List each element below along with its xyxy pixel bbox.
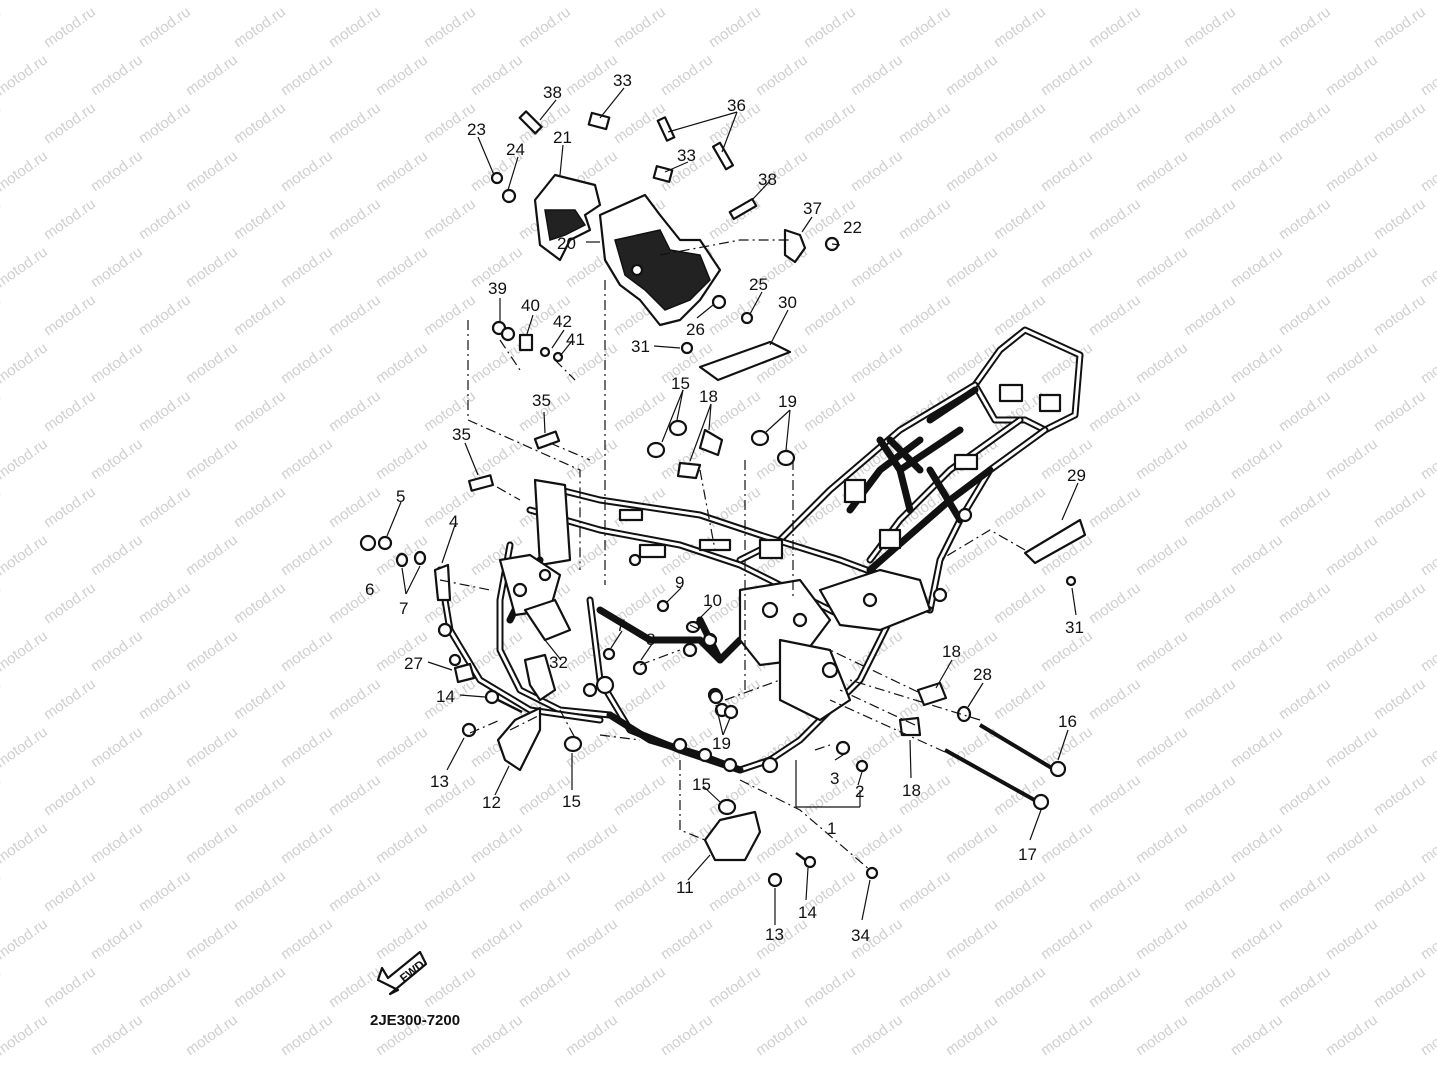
callout-10: 10 [703, 591, 722, 610]
callout-19b: 19 [712, 734, 731, 753]
callout-31a: 31 [631, 337, 650, 356]
callout-40: 40 [521, 296, 540, 315]
callout-42: 42 [553, 312, 572, 331]
dash-lines [439, 239, 1026, 871]
watermark-text: motod.ru [1418, 0, 1437, 3]
callout-3: 3 [830, 769, 839, 788]
callout-15c: 15 [692, 775, 711, 794]
callout-38a: 38 [543, 83, 562, 102]
callout-12: 12 [482, 793, 501, 812]
callout-37: 37 [803, 199, 822, 218]
motorcycle-frame [436, 326, 1084, 774]
callout-38b: 38 [758, 170, 777, 189]
callout-13a: 13 [430, 772, 449, 791]
leader-lines [386, 87, 1079, 925]
callout-2: 2 [855, 782, 864, 801]
callout-22: 22 [843, 218, 862, 237]
callout-1: 1 [827, 819, 836, 838]
forward-direction-arrow: FWD [376, 950, 427, 996]
callout-28: 28 [973, 665, 992, 684]
diagram-code: 2JE300-7200 [370, 1012, 460, 1029]
callout-13b: 13 [765, 925, 784, 944]
callout-15a: 15 [671, 374, 690, 393]
callout-8: 8 [646, 630, 655, 649]
callout-15b: 15 [562, 792, 581, 811]
callout-36: 36 [727, 96, 746, 115]
callout-17: 17 [1018, 845, 1037, 864]
small-parts [359, 110, 1087, 888]
callout-32: 32 [549, 653, 568, 672]
callout-34: 34 [851, 926, 870, 945]
callout-30: 30 [778, 293, 797, 312]
callout-33a: 33 [613, 71, 632, 90]
callout-11: 11 [676, 878, 694, 897]
callout-19a: 19 [778, 392, 797, 411]
callout-4: 4 [449, 512, 458, 531]
callout-29: 29 [1067, 466, 1086, 485]
callout-39: 39 [488, 279, 507, 298]
callout-14b: 14 [798, 903, 817, 922]
callout-23: 23 [467, 120, 486, 139]
callout-20: 20 [557, 234, 576, 253]
callout-18a: 18 [699, 387, 718, 406]
callout-24: 24 [506, 140, 525, 159]
callout-35b: 35 [452, 425, 471, 444]
callout-18b: 18 [942, 642, 961, 661]
callout-14a: 14 [436, 687, 455, 706]
callout-5: 5 [396, 487, 405, 506]
callout-26: 26 [686, 320, 705, 339]
callout-27: 27 [404, 654, 423, 673]
callout-9: 9 [675, 573, 684, 592]
callout-6: 6 [365, 580, 374, 599]
callout-35a: 35 [532, 391, 551, 410]
callout-41: 41 [566, 330, 585, 349]
callout-labels: 1 2 3 4 5 6 7 7 8 9 10 11 12 13 13 14 14… [365, 71, 1086, 945]
callout-7b: 7 [616, 616, 625, 635]
callout-16: 16 [1058, 712, 1077, 731]
callout-33b: 33 [677, 146, 696, 165]
callout-18c: 18 [902, 781, 921, 800]
callout-7a: 7 [399, 599, 408, 618]
side-cover-set [533, 173, 722, 327]
callout-25: 25 [749, 275, 768, 294]
callout-21: 21 [553, 128, 572, 147]
callout-31b: 31 [1065, 618, 1084, 637]
